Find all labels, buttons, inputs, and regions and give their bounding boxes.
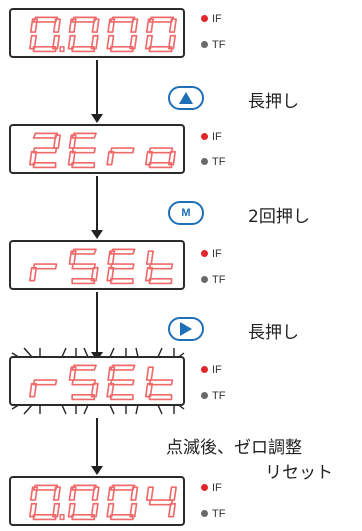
indicator-if: IF (201, 482, 222, 494)
indicator-if: IF (201, 364, 222, 376)
display-step-1: 0.000 (9, 8, 185, 58)
segment-digit (67, 132, 97, 169)
if-dot-icon (201, 14, 208, 22)
seven-segment-readout (29, 16, 177, 53)
arrow-head-icon (91, 230, 103, 239)
action-label-2: 2回押し (248, 207, 310, 227)
decimal-point (59, 514, 65, 521)
arrow-head-icon (91, 466, 103, 475)
action-label-1: 長押し (248, 92, 299, 112)
segment-digit (145, 486, 177, 518)
flow-arrow-3 (96, 292, 98, 352)
up-triangle-icon (179, 92, 193, 104)
seven-segment-readout (29, 248, 174, 285)
segment-digit (68, 364, 99, 401)
segment-digit (29, 484, 62, 521)
right-triangle-icon (180, 322, 192, 336)
flow-arrow-1 (96, 60, 98, 114)
display-step-2: 2Ero (9, 124, 185, 174)
indicator-tf: TF (201, 274, 225, 286)
segment-digit (106, 16, 139, 53)
segment-digit (144, 250, 174, 285)
indicator-if-label: IF (212, 13, 222, 25)
arrow-head-icon (91, 114, 103, 123)
indicator-if-label: IF (212, 364, 222, 376)
right-button[interactable] (168, 317, 204, 341)
display-step-5: 0.004 (9, 476, 185, 526)
segment-digit (106, 364, 136, 401)
tf-dot-icon (201, 391, 208, 399)
indicator-tf-label: TF (212, 390, 226, 402)
note-line-1: 点滅後、ゼロ調整 (166, 438, 302, 458)
segment-digit (144, 147, 177, 169)
up-button[interactable] (168, 86, 204, 110)
action-label-3: 長押し (248, 323, 299, 343)
seven-segment-readout (29, 364, 174, 401)
indicator-tf-label: TF (212, 39, 226, 51)
indicator-tf-label: TF (212, 508, 226, 520)
tf-dot-icon (201, 40, 208, 48)
indicator-if: IF (201, 13, 222, 25)
segment-digit (144, 16, 177, 53)
if-dot-icon (201, 483, 208, 491)
tf-dot-icon (201, 509, 208, 517)
segment-digit (68, 248, 99, 285)
indicator-tf: TF (201, 390, 225, 402)
segment-digit (67, 484, 100, 521)
seven-segment-readout (29, 132, 177, 169)
indicator-tf-label: TF (212, 274, 226, 286)
indicator-if-label: IF (212, 131, 222, 143)
segment-digit (106, 248, 136, 285)
indicator-if: IF (201, 248, 222, 260)
if-dot-icon (201, 249, 208, 257)
if-dot-icon (201, 132, 208, 140)
display-step-4: rSEt (9, 356, 185, 406)
seven-segment-readout (29, 484, 177, 521)
segment-digit (144, 366, 174, 401)
segment-digit (29, 132, 62, 169)
tf-dot-icon (201, 275, 208, 283)
indicator-if-label: IF (212, 482, 222, 494)
indicator-tf: TF (201, 156, 225, 168)
indicator-if-label: IF (212, 248, 222, 260)
indicator-tf: TF (201, 39, 225, 51)
indicator-if: IF (201, 131, 222, 143)
display-step-3: rSEt (9, 240, 185, 290)
decimal-point (59, 46, 65, 53)
indicator-tf: TF (201, 508, 225, 520)
segment-digit (29, 263, 58, 282)
if-dot-icon (201, 365, 208, 373)
segment-digit (29, 16, 62, 53)
tf-dot-icon (201, 157, 208, 165)
flow-arrow-4 (96, 418, 98, 466)
note-line-2: リセット (265, 463, 333, 483)
segment-digit (29, 379, 58, 398)
segment-digit (106, 147, 135, 166)
indicator-tf-label: TF (212, 156, 226, 168)
flow-arrow-2 (96, 176, 98, 230)
m-button-icon: M (181, 207, 191, 219)
segment-digit (67, 16, 100, 53)
segment-digit (106, 484, 139, 521)
m-button[interactable]: M (168, 201, 204, 225)
